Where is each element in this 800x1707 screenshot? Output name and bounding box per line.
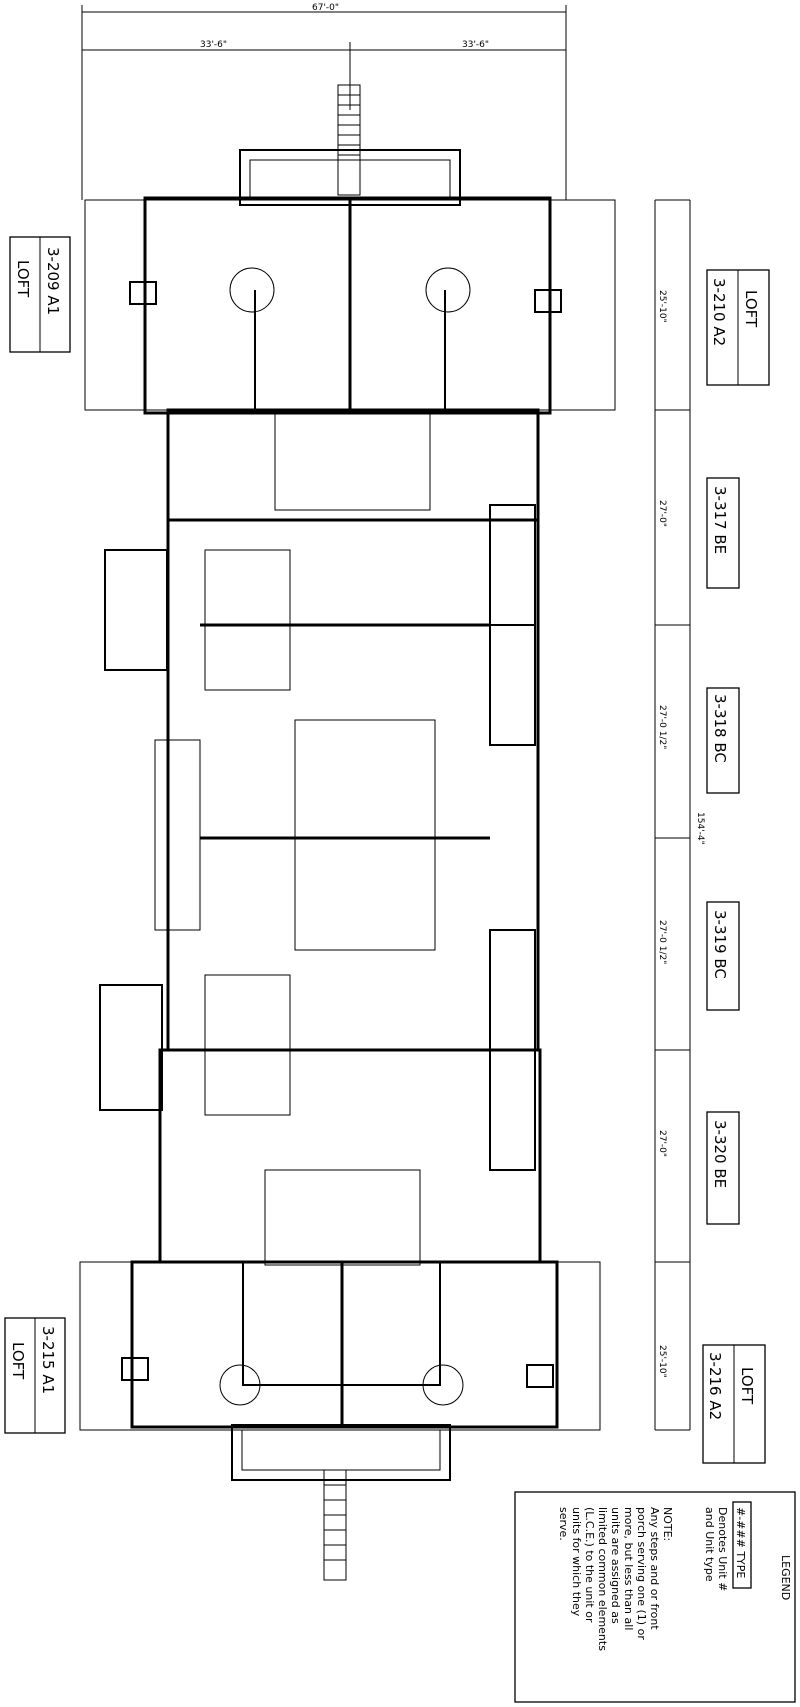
legend-note-line: Any steps and or front bbox=[648, 1507, 661, 1630]
unit-label-3-209: 3-209 A1 LOFT bbox=[9, 236, 71, 353]
legend-key: #-### TYPE bbox=[734, 1507, 747, 1578]
legend: LEGEND #-### TYPE Denotes Unit # and Uni… bbox=[514, 1491, 796, 1703]
unit-label-3-216: LOFT 3-216 A2 bbox=[702, 1344, 766, 1464]
legend-key-desc: and Unit type bbox=[703, 1507, 716, 1582]
unit-label-3-210: LOFT 3-210 A2 bbox=[706, 269, 770, 386]
unit-label-3-320: 3-320 BE bbox=[706, 1111, 740, 1225]
unit-label-line: 3-210 A2 bbox=[710, 278, 728, 346]
unit-label-3-215: 3-215 A1 LOFT bbox=[4, 1317, 66, 1434]
unit-label-line: 3-318 BC bbox=[711, 694, 729, 763]
unit-label-line: LOFT bbox=[14, 260, 32, 298]
legend-note-title: NOTE: bbox=[661, 1507, 674, 1541]
legend-note-line: limited common elements bbox=[596, 1507, 609, 1651]
unit-label-line: 3-319 BC bbox=[711, 910, 729, 979]
legend-note-line: (L.C.E.) to the unit or bbox=[583, 1507, 596, 1623]
legend-note-line: more, but less than all bbox=[622, 1507, 635, 1630]
dim-seg-1: 25'-10" bbox=[657, 290, 667, 323]
unit-label-3-317: 3-317 BE bbox=[706, 477, 740, 589]
dim-seg-3: 27'-0 1/2" bbox=[657, 705, 667, 749]
unit-label-line: 3-216 A2 bbox=[706, 1352, 724, 1420]
unit-label-line: LOFT bbox=[9, 1342, 27, 1380]
unit-label-line: 3-320 BE bbox=[711, 1120, 729, 1188]
width-dimensions: 67'-0" 33'-6" 33'-6" bbox=[81, 3, 567, 200]
dim-overall-width: 67'-0" bbox=[312, 3, 339, 13]
legend-note-line: porch serving one (1) or bbox=[635, 1507, 648, 1640]
unit-label-line: LOFT bbox=[738, 1367, 756, 1405]
dim-seg-2: 27'-0" bbox=[657, 500, 667, 527]
unit-label-line: 3-209 A1 bbox=[44, 247, 62, 315]
bottom-stair bbox=[231, 1424, 451, 1581]
dim-half-left: 33'-6" bbox=[200, 40, 227, 50]
dim-half-right: 33'-6" bbox=[462, 40, 489, 50]
unit-label-line: 3-215 A1 bbox=[39, 1326, 57, 1394]
unit-label-line: 3-317 BE bbox=[711, 486, 729, 554]
unit-label-3-319: 3-319 BC bbox=[706, 901, 740, 1011]
legend-note-line: serve. bbox=[557, 1507, 570, 1541]
unit-label-line: LOFT bbox=[742, 290, 760, 328]
length-dimensions: 25'-10" 27'-0" 27'-0 1/2" 154'-4" 27'-0 … bbox=[654, 199, 705, 1431]
legend-key-desc: Denotes Unit # bbox=[716, 1507, 729, 1591]
legend-note-line: units are assigned as bbox=[609, 1507, 622, 1624]
dim-seg-6: 25'-10" bbox=[657, 1345, 667, 1378]
legend-note-line: units for which they bbox=[570, 1507, 583, 1617]
building-outline bbox=[79, 196, 616, 1431]
dim-seg-5: 27'-0" bbox=[657, 1130, 667, 1157]
dim-seg-4: 27'-0 1/2" bbox=[657, 920, 667, 964]
legend-title: LEGEND bbox=[779, 1555, 792, 1600]
dim-overall-length: 154'-4" bbox=[695, 812, 705, 845]
unit-label-3-318: 3-318 BC bbox=[706, 687, 740, 794]
